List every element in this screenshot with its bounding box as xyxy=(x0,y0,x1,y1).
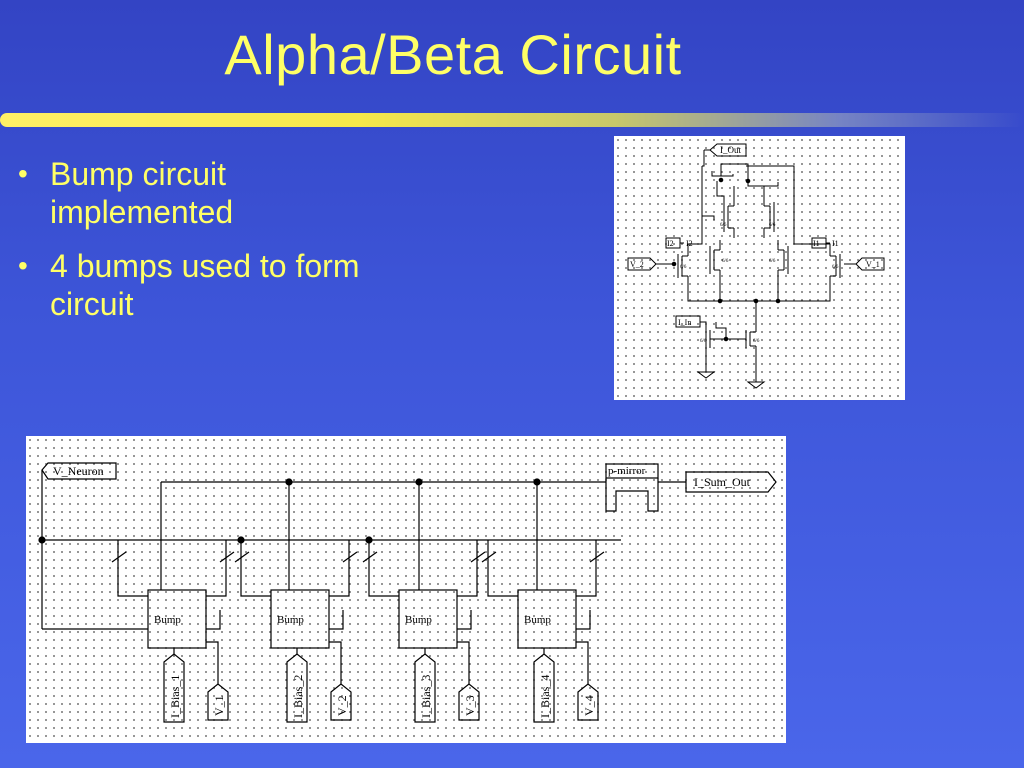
bullet-item: • Bump circuit implemented xyxy=(14,155,374,231)
transistor: 6/6 xyxy=(769,240,789,274)
i-sum-out-pin: I_Sum_Out xyxy=(685,471,777,493)
bias-label: I_Bias_4 xyxy=(538,675,552,718)
switch-icon xyxy=(589,551,605,563)
bullet-icon: • xyxy=(18,158,28,189)
transistor: 6/6 xyxy=(677,254,688,278)
svg-text:p-mirror: p-mirror xyxy=(608,465,646,477)
switch-icon xyxy=(219,551,235,563)
voltage-pin xyxy=(207,683,229,721)
input-wire xyxy=(576,540,597,597)
i2-port: I2 I2 xyxy=(665,237,693,249)
ground-icon xyxy=(696,371,716,379)
svg-text:I1: I1 xyxy=(813,239,820,248)
svg-text:I2: I2 xyxy=(667,239,674,248)
bias-pin xyxy=(414,653,436,723)
p-mirror-block: p-mirror xyxy=(605,463,659,512)
voltage-label: V_2 xyxy=(335,695,349,716)
svg-text:6/6: 6/6 xyxy=(753,339,760,344)
title-underline xyxy=(0,113,1024,127)
input-wire xyxy=(329,540,350,597)
svg-text:I2: I2 xyxy=(686,239,693,248)
slide-title: Alpha/Beta Circuit xyxy=(224,23,682,86)
bump-block xyxy=(398,589,458,649)
bump-block xyxy=(147,589,207,649)
bump-label: Bump xyxy=(524,614,551,626)
ground-icon xyxy=(746,381,766,389)
transistor: 6/6 xyxy=(709,240,729,274)
svg-text:I_In: I_In xyxy=(678,318,691,327)
i1-port: I1 I1 xyxy=(811,237,839,249)
bump-block xyxy=(517,589,577,649)
transistor-schematic: I_Out 6/6 6/6 6/6 xyxy=(614,136,905,400)
i-out-pin: I_Out xyxy=(709,143,747,157)
bullet-text: Bump circuit implemented xyxy=(50,156,234,230)
bump-block xyxy=(270,589,330,649)
bias-pin xyxy=(533,653,555,723)
input-wire xyxy=(206,540,227,597)
transistor: 6/6 xyxy=(700,330,711,348)
svg-text:6/6: 6/6 xyxy=(700,339,707,344)
voltage-pin xyxy=(330,683,352,721)
voltage-label: V_3 xyxy=(463,695,477,716)
svg-text:6/6: 6/6 xyxy=(720,223,727,228)
i-in-pin: I_In xyxy=(675,315,701,328)
output-wire xyxy=(206,610,221,630)
transistor: 6/6 xyxy=(763,196,776,238)
bullet-icon: • xyxy=(18,250,28,281)
output-wire xyxy=(457,610,472,630)
input-wire xyxy=(457,540,478,597)
svg-text:6/6: 6/6 xyxy=(832,265,839,270)
input-wire xyxy=(240,540,271,597)
voltage-label: V_1 xyxy=(212,695,226,716)
output-wire xyxy=(576,610,591,630)
bias-label: I_Bias_3 xyxy=(419,675,433,718)
i-out-label: I_Out xyxy=(720,145,741,155)
voltage-label: V_4 xyxy=(582,695,596,716)
bias-pin xyxy=(286,653,308,723)
bump-label: Bump xyxy=(154,614,181,626)
bias-label: I_Bias_2 xyxy=(291,675,305,718)
svg-text:6/6: 6/6 xyxy=(680,265,687,270)
svg-text:V_2: V_2 xyxy=(630,260,644,269)
svg-text:V_1: V_1 xyxy=(866,260,880,269)
svg-text:6/6: 6/6 xyxy=(722,259,729,264)
svg-text:6/6: 6/6 xyxy=(769,259,776,264)
svg-text:I_Sum_Out: I_Sum_Out xyxy=(694,475,751,489)
bump-label: Bump xyxy=(405,614,432,626)
switch-icon xyxy=(481,551,497,563)
v1-pin: V_1 xyxy=(844,257,885,271)
bias-pin xyxy=(163,653,185,723)
svg-text:V_Neuron: V_Neuron xyxy=(53,464,104,478)
switch-icon xyxy=(342,551,358,563)
output-wire xyxy=(329,610,344,630)
switch-icon xyxy=(470,551,486,563)
svg-text:6/6: 6/6 xyxy=(769,223,776,228)
bullet-list: • Bump circuit implemented • 4 bumps used … xyxy=(14,155,374,339)
input-wire xyxy=(117,540,148,597)
switch-icon xyxy=(362,551,378,563)
bias-label: I_Bias_1 xyxy=(168,675,182,718)
bullet-text: 4 bumps used to form circuit xyxy=(50,248,360,322)
v-neuron-pin: V_Neuron xyxy=(41,462,117,480)
svg-text:I1: I1 xyxy=(832,239,839,248)
bullet-item: • 4 bumps used to form circuit xyxy=(14,247,374,323)
transistor: 6/6 xyxy=(745,330,760,348)
input-wire xyxy=(368,540,399,597)
input-wire xyxy=(487,540,518,597)
bump-label: Bump xyxy=(277,614,304,626)
transistor: 6/6 xyxy=(720,196,735,238)
transistor: 6/6 xyxy=(830,254,841,278)
switch-icon xyxy=(111,551,127,563)
voltage-pin xyxy=(458,683,480,721)
switch-icon xyxy=(234,551,250,563)
voltage-pin xyxy=(577,683,599,721)
v2-pin: V_2 xyxy=(627,257,677,271)
